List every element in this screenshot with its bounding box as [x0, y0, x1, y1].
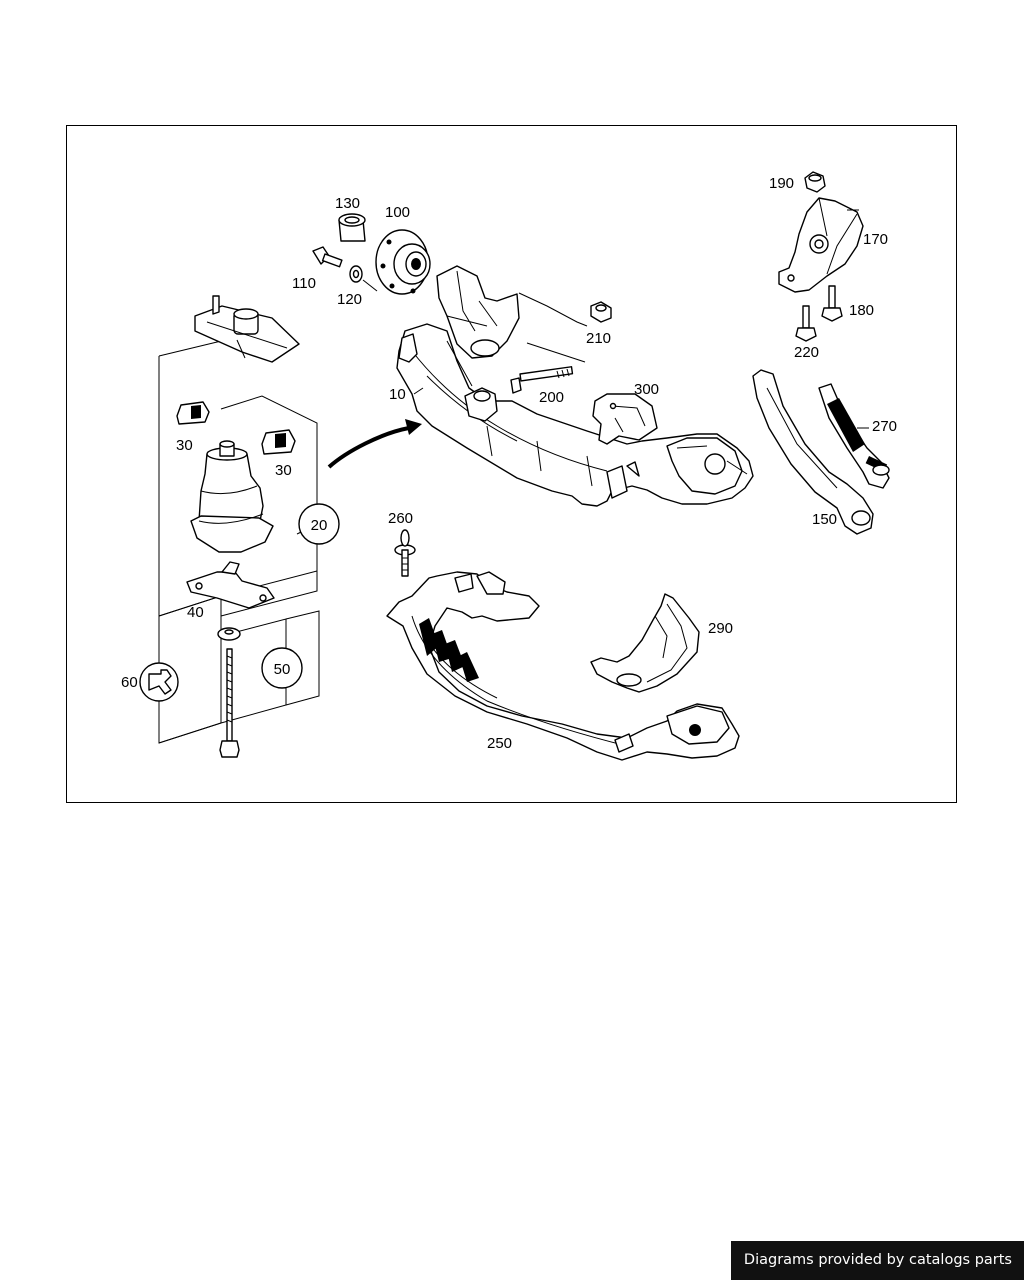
label-100: 100 [385, 204, 410, 221]
part-100-hub-flange [375, 229, 431, 295]
label-30a: 30 [176, 437, 193, 454]
long-bolt-part [217, 627, 241, 758]
label-170: 170 [863, 231, 888, 248]
label-60: 60 [121, 674, 138, 691]
direction-arrow-icon [327, 419, 422, 469]
part-270-strut [818, 383, 890, 489]
label-270: 270 [872, 418, 897, 435]
part-20-engine-mount [190, 440, 274, 553]
part-170-bracket [778, 197, 864, 293]
part-250-front-crossmember [386, 571, 740, 761]
part-30-stop-left [176, 401, 210, 425]
part-labels: 10 20 30 30 40 50 60 100 110 120 130 150… [121, 175, 897, 752]
label-20: 20 [311, 517, 328, 534]
label-290: 290 [708, 620, 733, 637]
part-290-shield [590, 593, 700, 693]
label-200: 200 [539, 389, 564, 406]
torque-wrench-icon [139, 662, 179, 702]
label-40: 40 [187, 604, 204, 621]
part-120-washer [349, 265, 378, 292]
label-260: 260 [388, 510, 413, 527]
part-260-clip [394, 529, 416, 577]
part-130-bushing [338, 213, 366, 242]
label-30b: 30 [275, 462, 292, 479]
part-10-leader [413, 387, 424, 395]
part-110-bolt [312, 246, 343, 268]
part-190-nut [804, 171, 826, 193]
label-110: 110 [292, 275, 316, 292]
callout-circle-20 [296, 503, 340, 545]
label-220: 220 [794, 344, 819, 361]
part-200-bolt [510, 366, 574, 394]
parts-diagram: 10 20 30 30 40 50 60 100 110 120 130 150… [66, 125, 957, 803]
part-210-nut [590, 301, 612, 323]
part-180-bolt [821, 285, 843, 322]
label-50: 50 [274, 661, 291, 678]
label-190: 190 [769, 175, 794, 192]
label-250: 250 [487, 735, 512, 752]
part-10-subframe [396, 265, 754, 507]
part-150-control-arm [752, 369, 874, 535]
part-30-stop-right [261, 429, 296, 455]
callout-circle-50 [261, 647, 303, 689]
upper-mount-bracket-part [194, 295, 300, 363]
label-300: 300 [634, 381, 659, 398]
label-10: 10 [389, 386, 406, 403]
label-130: 130 [335, 195, 360, 212]
label-120: 120 [337, 291, 362, 308]
label-210: 210 [586, 330, 611, 347]
engine-mount-group [158, 335, 320, 744]
part-40-plate [186, 561, 275, 609]
label-150: 150 [812, 511, 837, 528]
label-180: 180 [849, 302, 874, 319]
attribution-banner: Diagrams provided by catalogs parts [730, 1241, 1024, 1280]
part-300-bracket [592, 393, 658, 445]
part-220-bolt [795, 305, 817, 342]
